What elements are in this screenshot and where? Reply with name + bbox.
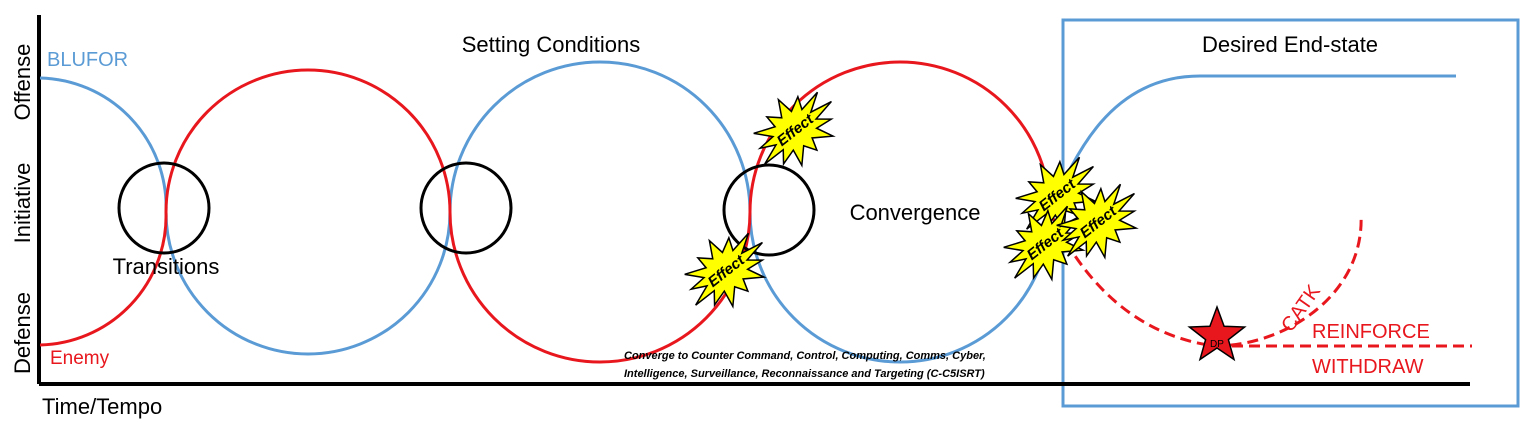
effect-burst-shape [1003,205,1086,282]
setting-conditions-label: Setting Conditions [462,32,641,57]
c5isrt-note-line1: Converge to Counter Command, Control, Co… [624,350,986,362]
convergence-label: Convergence [850,200,981,225]
axis-initiative-label: Initiative [10,163,35,244]
effect-burst-shape [684,232,767,309]
effect-burst-shape [1056,183,1139,260]
effect-burst: Effect [1003,205,1086,282]
axis-offense-label: Offense [10,44,35,121]
effect-burst: Effect [684,232,767,309]
effect-burst: Effect [1056,183,1139,260]
reinforce-label: REINFORCE [1312,321,1430,343]
withdraw-label: WITHDRAW [1312,356,1424,378]
decision-point-star [1187,304,1247,362]
transition-circle-3 [722,163,816,257]
axis-time-label: Time/Tempo [42,394,162,419]
effect-burst-shape [753,91,836,168]
enemy-line [39,60,1052,364]
blufor-line [39,60,1456,364]
transitions-label: Transitions [113,254,220,279]
transition-circle-2 [419,161,513,255]
blufor-label: BLUFOR [47,49,128,71]
axis-defense-label: Defense [10,292,35,374]
effect-burst: Effect [753,91,836,168]
desired-end-state-label: Desired End-state [1202,32,1378,57]
decision-point-label: DP [1210,339,1224,350]
transition-circle-1 [117,161,211,255]
enemy-label: Enemy [50,348,110,369]
c5isrt-note-line2: Intelligence, Surveillance, Reconnaissan… [624,368,985,380]
